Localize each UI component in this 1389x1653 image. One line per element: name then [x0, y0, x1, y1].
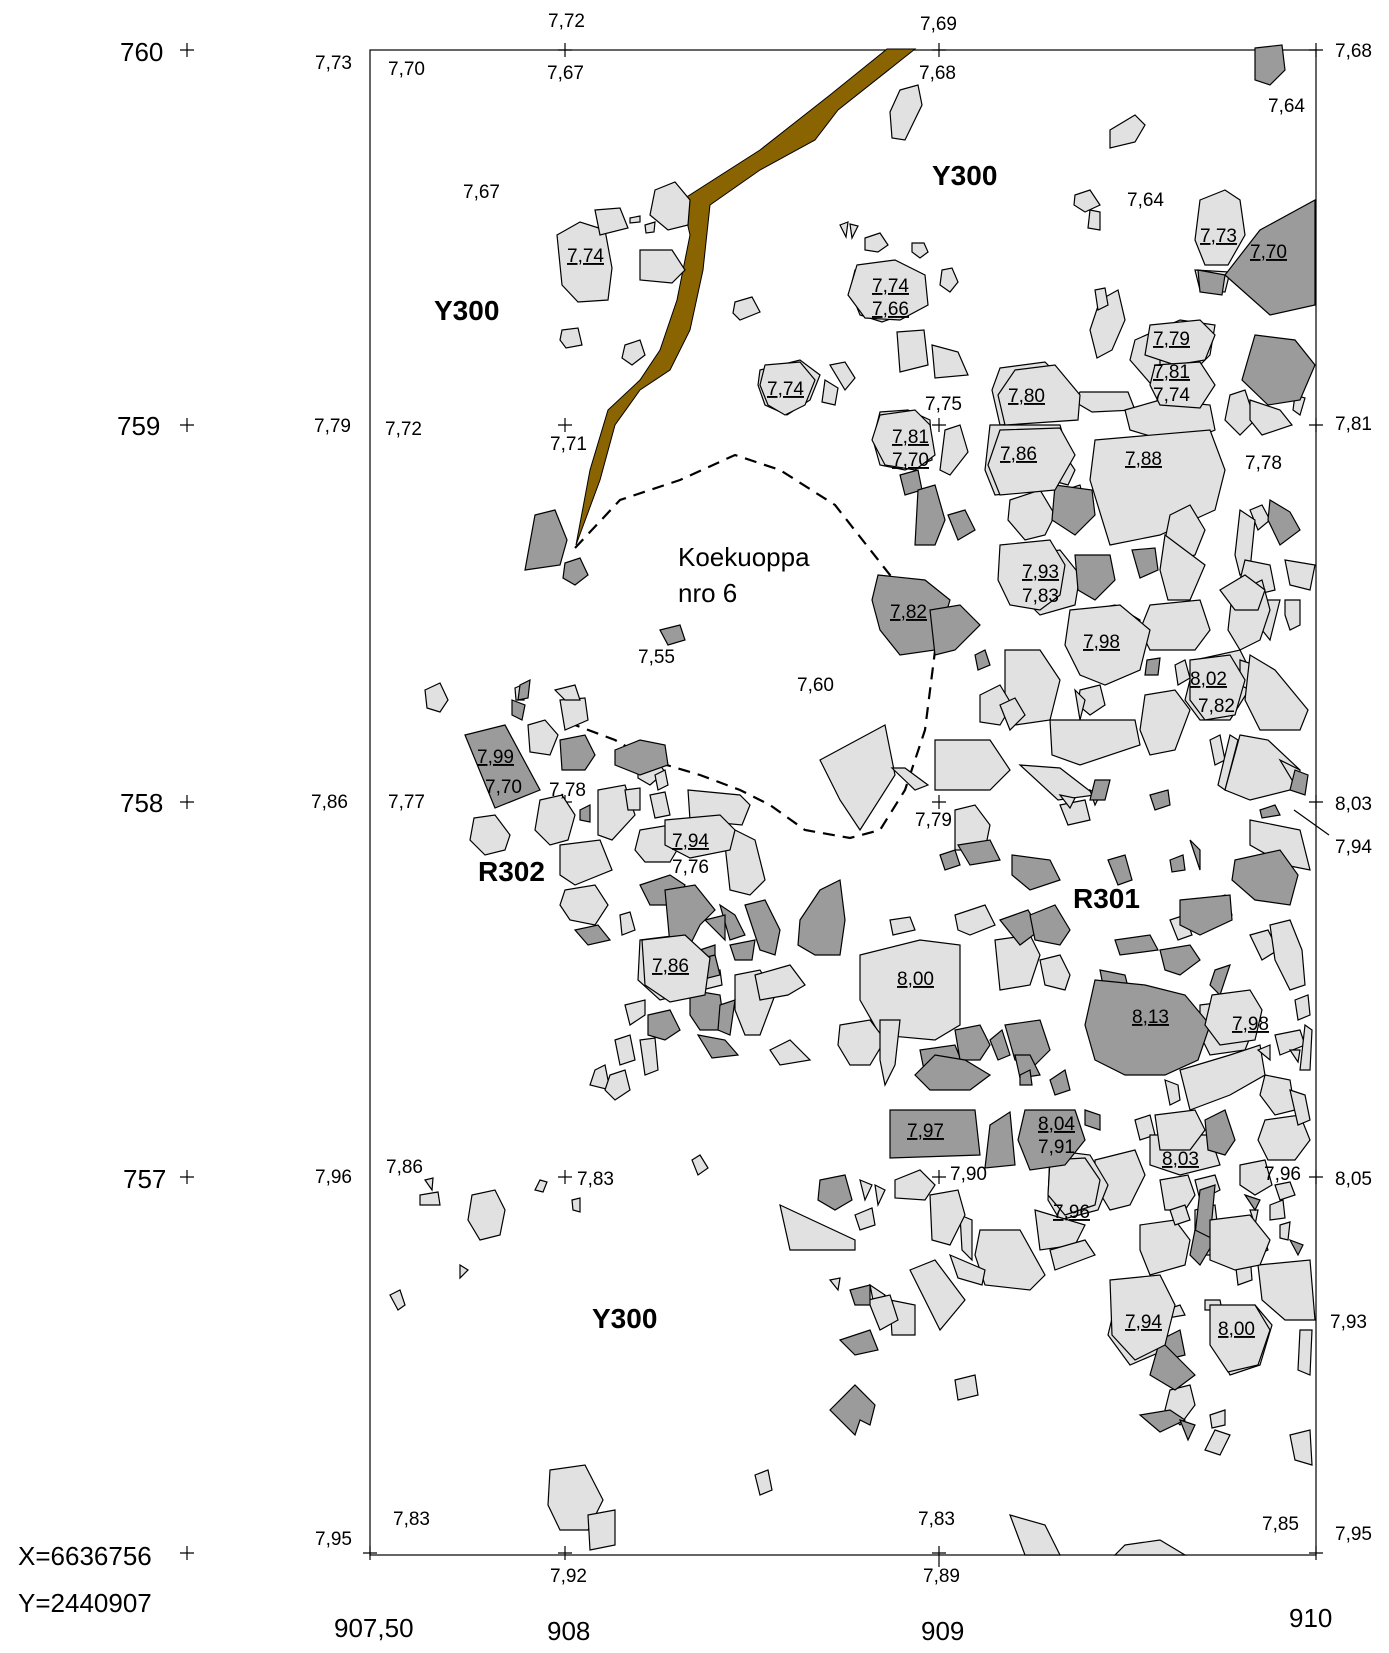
ground-elevation: 7,67 [547, 63, 584, 84]
stone-elevation: 8,04 [1038, 1114, 1075, 1135]
north-label-760: 760 [120, 37, 163, 67]
ground-elevation: 7,90 [950, 1164, 987, 1185]
ground-elevation: 7,95 [315, 1529, 352, 1550]
ground-elevation: 7,83 [393, 1509, 430, 1530]
east-label-907-50: 907,50 [334, 1613, 414, 1643]
context-label-y300-bottom: Y300 [592, 1303, 657, 1334]
ground-elevation: 7,93 [1330, 1312, 1367, 1333]
ground-elevation: 7,92 [550, 1566, 587, 1587]
ground-elevation: 8,03 [1335, 794, 1372, 815]
stone-elevation: 7,96 [1053, 1202, 1090, 1223]
context-label-r302: R302 [478, 856, 545, 887]
stone-elevation: 7,66 [872, 299, 909, 320]
pit-label-line2: nro 6 [678, 578, 737, 608]
ground-elevation: 7,71 [550, 434, 587, 455]
ground-elevation: 7,55 [638, 647, 675, 668]
stone-elevation: 8,00 [897, 969, 934, 990]
ground-elevation: 8,05 [1335, 1169, 1372, 1190]
stone-elevation: 7,82 [1198, 696, 1235, 717]
north-label-757: 757 [123, 1164, 166, 1194]
stone-elevation: 7,82 [890, 602, 927, 623]
ground-elevation: 7,78 [549, 780, 586, 801]
stone-elevation: 7,83 [1022, 586, 1059, 607]
ground-elevation: 7,64 [1127, 190, 1164, 211]
stone-elevation: 7,80 [1008, 386, 1045, 407]
context-label-y300-top-left: Y300 [434, 295, 499, 326]
stone-elevation: 7,98 [1083, 632, 1120, 653]
coordinate-y: Y=2440907 [18, 1588, 152, 1618]
stone-elevation: 8,13 [1132, 1007, 1169, 1028]
stone-elevation: 7,91 [1038, 1137, 1075, 1158]
ground-elevation-labels: 7,72 7,69 7,73 7,70 7,67 7,68 7,68 7,64 … [311, 11, 1372, 1587]
ground-elevation: 7,72 [385, 419, 422, 440]
ground-elevation: 7,68 [1335, 41, 1372, 62]
stone-elevation: 8,00 [1218, 1319, 1255, 1340]
ground-elevation: 7,86 [386, 1157, 423, 1178]
ground-elevation: 7,79 [314, 416, 351, 437]
stone-elevation: 7,74 [767, 379, 804, 400]
stone-elevation: 7,74 [1153, 385, 1190, 406]
stone-elevation: 7,86 [1000, 444, 1037, 465]
stone-elevation: 7,94 [1125, 1312, 1162, 1333]
stone-elevation: 7,94 [672, 831, 709, 852]
ground-elevation: 7,77 [388, 792, 425, 813]
ground-elevation: 7,89 [923, 1566, 960, 1587]
ground-elevation: 7,73 [315, 53, 352, 74]
stone-elevation: 7,74 [872, 276, 909, 297]
ground-elevation: 7,96 [315, 1167, 352, 1188]
ground-elevation: 7,78 [1245, 453, 1282, 474]
east-label-909: 909 [921, 1616, 964, 1646]
stone-elevation-labels: 7,74 7,74 7,66 7,74 7,81 7,70 7,80 7,86 … [477, 226, 1287, 1340]
ground-elevation: 7,72 [548, 11, 585, 32]
stone-elevation: 7,79 [1153, 329, 1190, 350]
grid-crosses [180, 43, 1330, 1567]
ground-elevation: 7,69 [920, 14, 957, 35]
ground-elevation: 7,95 [1335, 1524, 1372, 1545]
ground-elevation: 7,85 [1262, 1514, 1299, 1535]
stone-elevation: 7,81 [892, 427, 929, 448]
stone-elevation: 7,76 [672, 857, 709, 878]
ground-elevation: 7,64 [1268, 96, 1305, 117]
east-label-910: 910 [1289, 1603, 1332, 1633]
stone-elevation: 7,88 [1125, 449, 1162, 470]
ground-elevation: 7,94 [1335, 837, 1372, 858]
stone-elevation: 7,97 [907, 1121, 944, 1142]
stone-elevation: 7,93 [1022, 562, 1059, 583]
context-label-r301: R301 [1073, 883, 1140, 914]
east-label-908: 908 [547, 1616, 590, 1646]
labeled-stones [641, 259, 1271, 1373]
stone-elevation: 7,98 [1232, 1014, 1269, 1035]
stone-elevation: 7,70 [1250, 242, 1287, 263]
ground-elevation: 7,86 [311, 792, 348, 813]
stone-elevation: 8,02 [1190, 669, 1227, 690]
ground-elevation: 7,70 [388, 59, 425, 80]
stones [389, 44, 1316, 1556]
ground-elevation: 7,67 [463, 182, 500, 203]
stone-elevation: 7,70 [485, 777, 522, 798]
ground-elevation: 7,75 [925, 394, 962, 415]
stone-elevation: 7,86 [652, 956, 689, 977]
stone-elevation: 8,03 [1162, 1149, 1199, 1170]
stone-elevation: 7,74 [567, 246, 604, 267]
coordinate-x: X=6636756 [18, 1541, 152, 1571]
ground-elevation: 7,60 [797, 675, 834, 696]
north-label-758: 758 [120, 788, 163, 818]
stone-elevation: 7,73 [1200, 226, 1237, 247]
ground-elevation: 7,79 [915, 810, 952, 831]
pit-outline [559, 453, 939, 840]
ground-elevation: 7,68 [919, 63, 956, 84]
stone-elevation: 7,70 [892, 450, 929, 471]
ground-elevation: 7,96 [1264, 1164, 1301, 1185]
ground-elevation: 7,83 [577, 1169, 614, 1190]
stone-elevation: 7,81 [1153, 362, 1190, 383]
ground-elevation: 7,81 [1335, 414, 1372, 435]
pit-label-line1: Koekuoppa [678, 542, 810, 572]
stone-elevation: 7,99 [477, 747, 514, 768]
context-label-y300-top-right: Y300 [932, 160, 997, 191]
north-label-759: 759 [117, 411, 160, 441]
ground-elevation: 7,83 [918, 1509, 955, 1530]
